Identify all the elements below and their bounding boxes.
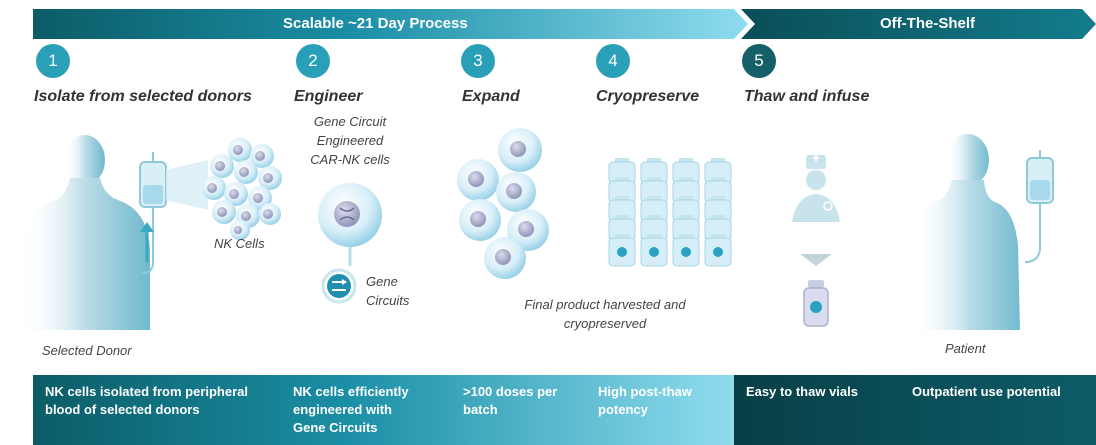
gene-circuits-caption-line1: Gene: [366, 274, 398, 289]
bottom-doses-line2: batch: [463, 402, 498, 417]
step-5-title: Thaw and infuse: [744, 88, 870, 105]
bottom-doses-line1: >100 doses per: [463, 384, 558, 399]
step-3-title: Expand: [462, 88, 520, 105]
nk-cells-cluster: [202, 138, 282, 240]
final-product-caption-line1: Final product harvested and: [524, 297, 686, 312]
car-nk-caption-line3: CAR-NK cells: [310, 152, 390, 167]
step-2-number: 2: [296, 44, 330, 78]
gene-circuits-caption-line2: Circuits: [366, 293, 410, 308]
bottom-engineering-line2: engineered with: [293, 402, 392, 417]
bottom-engineering-line1: NK cells efficiently: [293, 384, 409, 399]
header-banner: [33, 9, 1096, 39]
selected-donor-caption: Selected Donor: [42, 343, 132, 358]
bottom-thaw-line1: Easy to thaw vials: [746, 384, 858, 399]
final-product-caption-line2: cryopreserved: [563, 316, 647, 331]
flow-down-arrow: [800, 254, 832, 266]
step-5-number: 5: [742, 44, 776, 78]
cell-zoom-band: [166, 160, 208, 210]
donor-iv-bag: [139, 152, 167, 274]
bottom-text-engineering: NK cells efficiently engineered with Gen…: [293, 383, 409, 437]
nurse-icon: [792, 155, 840, 222]
bottom-text-outpatient: Outpatient use potential: [912, 383, 1061, 401]
cryo-vial: [608, 234, 636, 267]
step-3-number: 3: [461, 44, 495, 78]
bottom-potency-line2: potency: [598, 402, 648, 417]
step-2-title: Engineer: [294, 88, 363, 105]
bottom-band: [33, 375, 1096, 445]
process-header-label: Scalable ~21 Day Process: [283, 15, 468, 32]
patient-silhouette: [910, 134, 1020, 330]
bottom-potency-line1: High post-thaw: [598, 384, 692, 399]
shelf-arrow: [741, 9, 1096, 39]
nk-cells-caption: NK Cells: [214, 236, 265, 251]
car-nk-caption-line2: Engineered: [316, 133, 384, 148]
cryo-vials: [608, 158, 732, 267]
bottom-text-thaw: Easy to thaw vials: [746, 383, 858, 401]
expanded-cells: [457, 128, 549, 279]
shelf-header-label: Off-The-Shelf: [880, 15, 975, 32]
bottom-outpatient-line1: Outpatient use potential: [912, 384, 1061, 399]
cryo-vial: [704, 234, 732, 267]
gene-circuit-icon: [321, 268, 357, 304]
patient-caption: Patient: [945, 341, 986, 356]
step-1-number: 1: [36, 44, 70, 78]
cryo-vial: [640, 234, 668, 267]
bottom-text-potency: High post-thaw potency: [598, 383, 692, 419]
step-1-title: Isolate from selected donors: [34, 88, 252, 105]
car-nk-caption-line1: Gene Circuit: [313, 114, 387, 129]
bottom-text-isolation: NK cells isolated from peripheral blood …: [45, 383, 248, 419]
thaw-vial: [803, 280, 829, 327]
cryo-vial: [672, 234, 700, 267]
bottom-engineering-line3: Gene Circuits: [293, 420, 378, 435]
patient-iv-bag: [1024, 150, 1054, 263]
car-nk-cell: [318, 183, 382, 266]
donor-silhouette: [20, 135, 150, 330]
step-4-number: 4: [596, 44, 630, 78]
bottom-text-doses: >100 doses per batch: [463, 383, 557, 419]
process-arrow: [33, 9, 748, 39]
bottom-isolation-line2: blood of selected donors: [45, 402, 200, 417]
step-4-title: Cryopreserve: [596, 88, 700, 105]
bottom-isolation-line1: NK cells isolated from peripheral: [45, 384, 249, 399]
